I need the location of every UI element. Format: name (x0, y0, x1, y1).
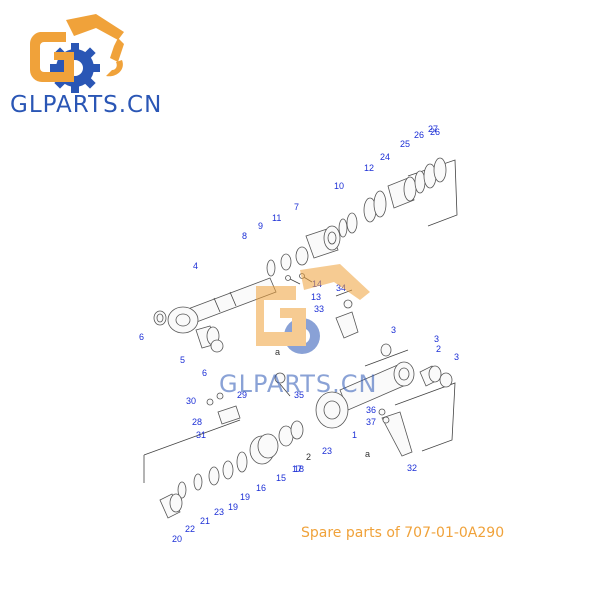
callout-number: 3 (391, 325, 396, 335)
part-caption: Spare parts of 707-01-0A290 (301, 525, 505, 541)
reference-mark: a (365, 449, 370, 459)
piston-rod-assembly (153, 157, 447, 353)
callout-number: 22 (185, 524, 195, 534)
callout-number: 6 (202, 368, 207, 378)
clamp (335, 311, 359, 339)
callout-number: 37 (366, 417, 376, 427)
brand-name: GLPARTS.CN (10, 92, 163, 118)
reference-mark: 2 (306, 452, 311, 462)
callout-number: 18 (294, 464, 304, 474)
callout-number: 35 (294, 390, 304, 400)
callout-number: 13 (311, 292, 321, 302)
callout-number: 33 (314, 304, 324, 314)
callout-number: 1 (352, 430, 357, 440)
callout-number: 6 (139, 332, 144, 342)
callout-number: 9 (258, 221, 263, 231)
callout-number: 23 (322, 446, 332, 456)
callout-number: 32 (407, 463, 417, 473)
callout-number: 3 (454, 352, 459, 362)
callout-number: 20 (172, 534, 182, 544)
callout-number: 30 (186, 396, 196, 406)
bracket (381, 411, 413, 457)
callout-number: 34 (336, 283, 346, 293)
cylinder-tube-assembly (159, 361, 453, 519)
callout-number: 8 (242, 231, 247, 241)
callout-number: 26 (414, 130, 424, 140)
callout-number: 24 (380, 152, 390, 162)
callout-number: 16 (256, 483, 266, 493)
callout-number: 25 (400, 139, 410, 149)
glparts-logo (29, 14, 124, 93)
callout-number: 5 (180, 355, 185, 365)
cushion-parts (335, 289, 392, 357)
callout-number: 4 (193, 261, 198, 271)
watermark-logo (256, 264, 370, 354)
reference-mark: a (275, 347, 280, 357)
callout-number: 17 (292, 464, 302, 474)
callout-number: 28 (192, 417, 202, 427)
callout-number: 36 (366, 405, 376, 415)
callout-number: 19 (228, 502, 238, 512)
callout-number: 29 (237, 390, 247, 400)
callout-number: 7 (294, 202, 299, 212)
mark-layer: a a 2 (275, 347, 370, 462)
dust-seal (439, 372, 453, 388)
callout-number: 31 (196, 430, 206, 440)
callout-number: 26 (430, 127, 440, 137)
callout-number: 10 (334, 181, 344, 191)
callout-number: 23 (214, 507, 224, 517)
callout-number: 27 (428, 124, 438, 134)
callout-number: 15 (276, 473, 286, 483)
callout-number: 21 (200, 516, 210, 526)
excavator-g-icon (29, 32, 74, 82)
callout-number: 12 (364, 163, 374, 173)
callout-number: 11 (272, 213, 281, 223)
frame-lines (143, 159, 458, 483)
dust-seal (210, 339, 224, 353)
callout-number: 19 (240, 492, 250, 502)
brand-watermark: GLPARTS.CN (219, 370, 378, 398)
callout-number: 3 (434, 334, 439, 344)
callout-number: 2 (436, 344, 441, 354)
